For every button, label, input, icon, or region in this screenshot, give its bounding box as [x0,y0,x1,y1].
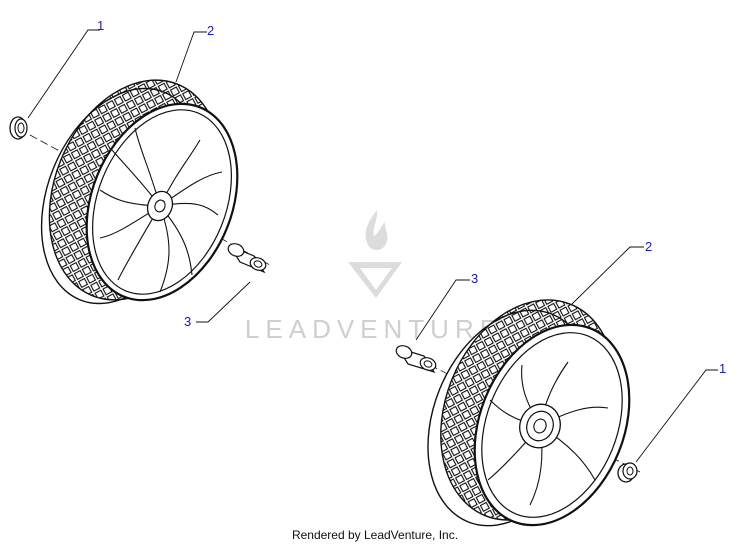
right-bushing [395,345,437,374]
callout-left-hub-cap: 1 [97,18,104,33]
watermark-text: LEADVENTURE [245,314,503,344]
leader-line-left-1 [27,29,100,119]
flame-icon [365,210,388,251]
right-wheel [427,299,631,527]
callout-left-wheel: 2 [207,23,214,38]
leader-line-right-1 [635,369,718,463]
leader-line-right-3 [415,279,470,341]
left-bushing [227,243,267,274]
leader-line-left-3 [196,281,251,323]
footer-credit: Rendered by LeadVenture, Inc. [291,528,459,542]
callout-left-bushing: 3 [184,314,191,329]
leader-line-left-2 [175,31,207,83]
leader-line-right-2 [571,246,644,305]
left-wheel [40,79,239,305]
callout-right-hub-cap: 1 [719,361,726,376]
chevron-icon [348,262,402,298]
callout-right-wheel: 2 [645,239,652,254]
callout-right-bushing: 3 [471,271,478,286]
left-hub-cap [9,116,28,140]
right-hub-cap [617,462,638,483]
watermark-logo [348,210,402,298]
